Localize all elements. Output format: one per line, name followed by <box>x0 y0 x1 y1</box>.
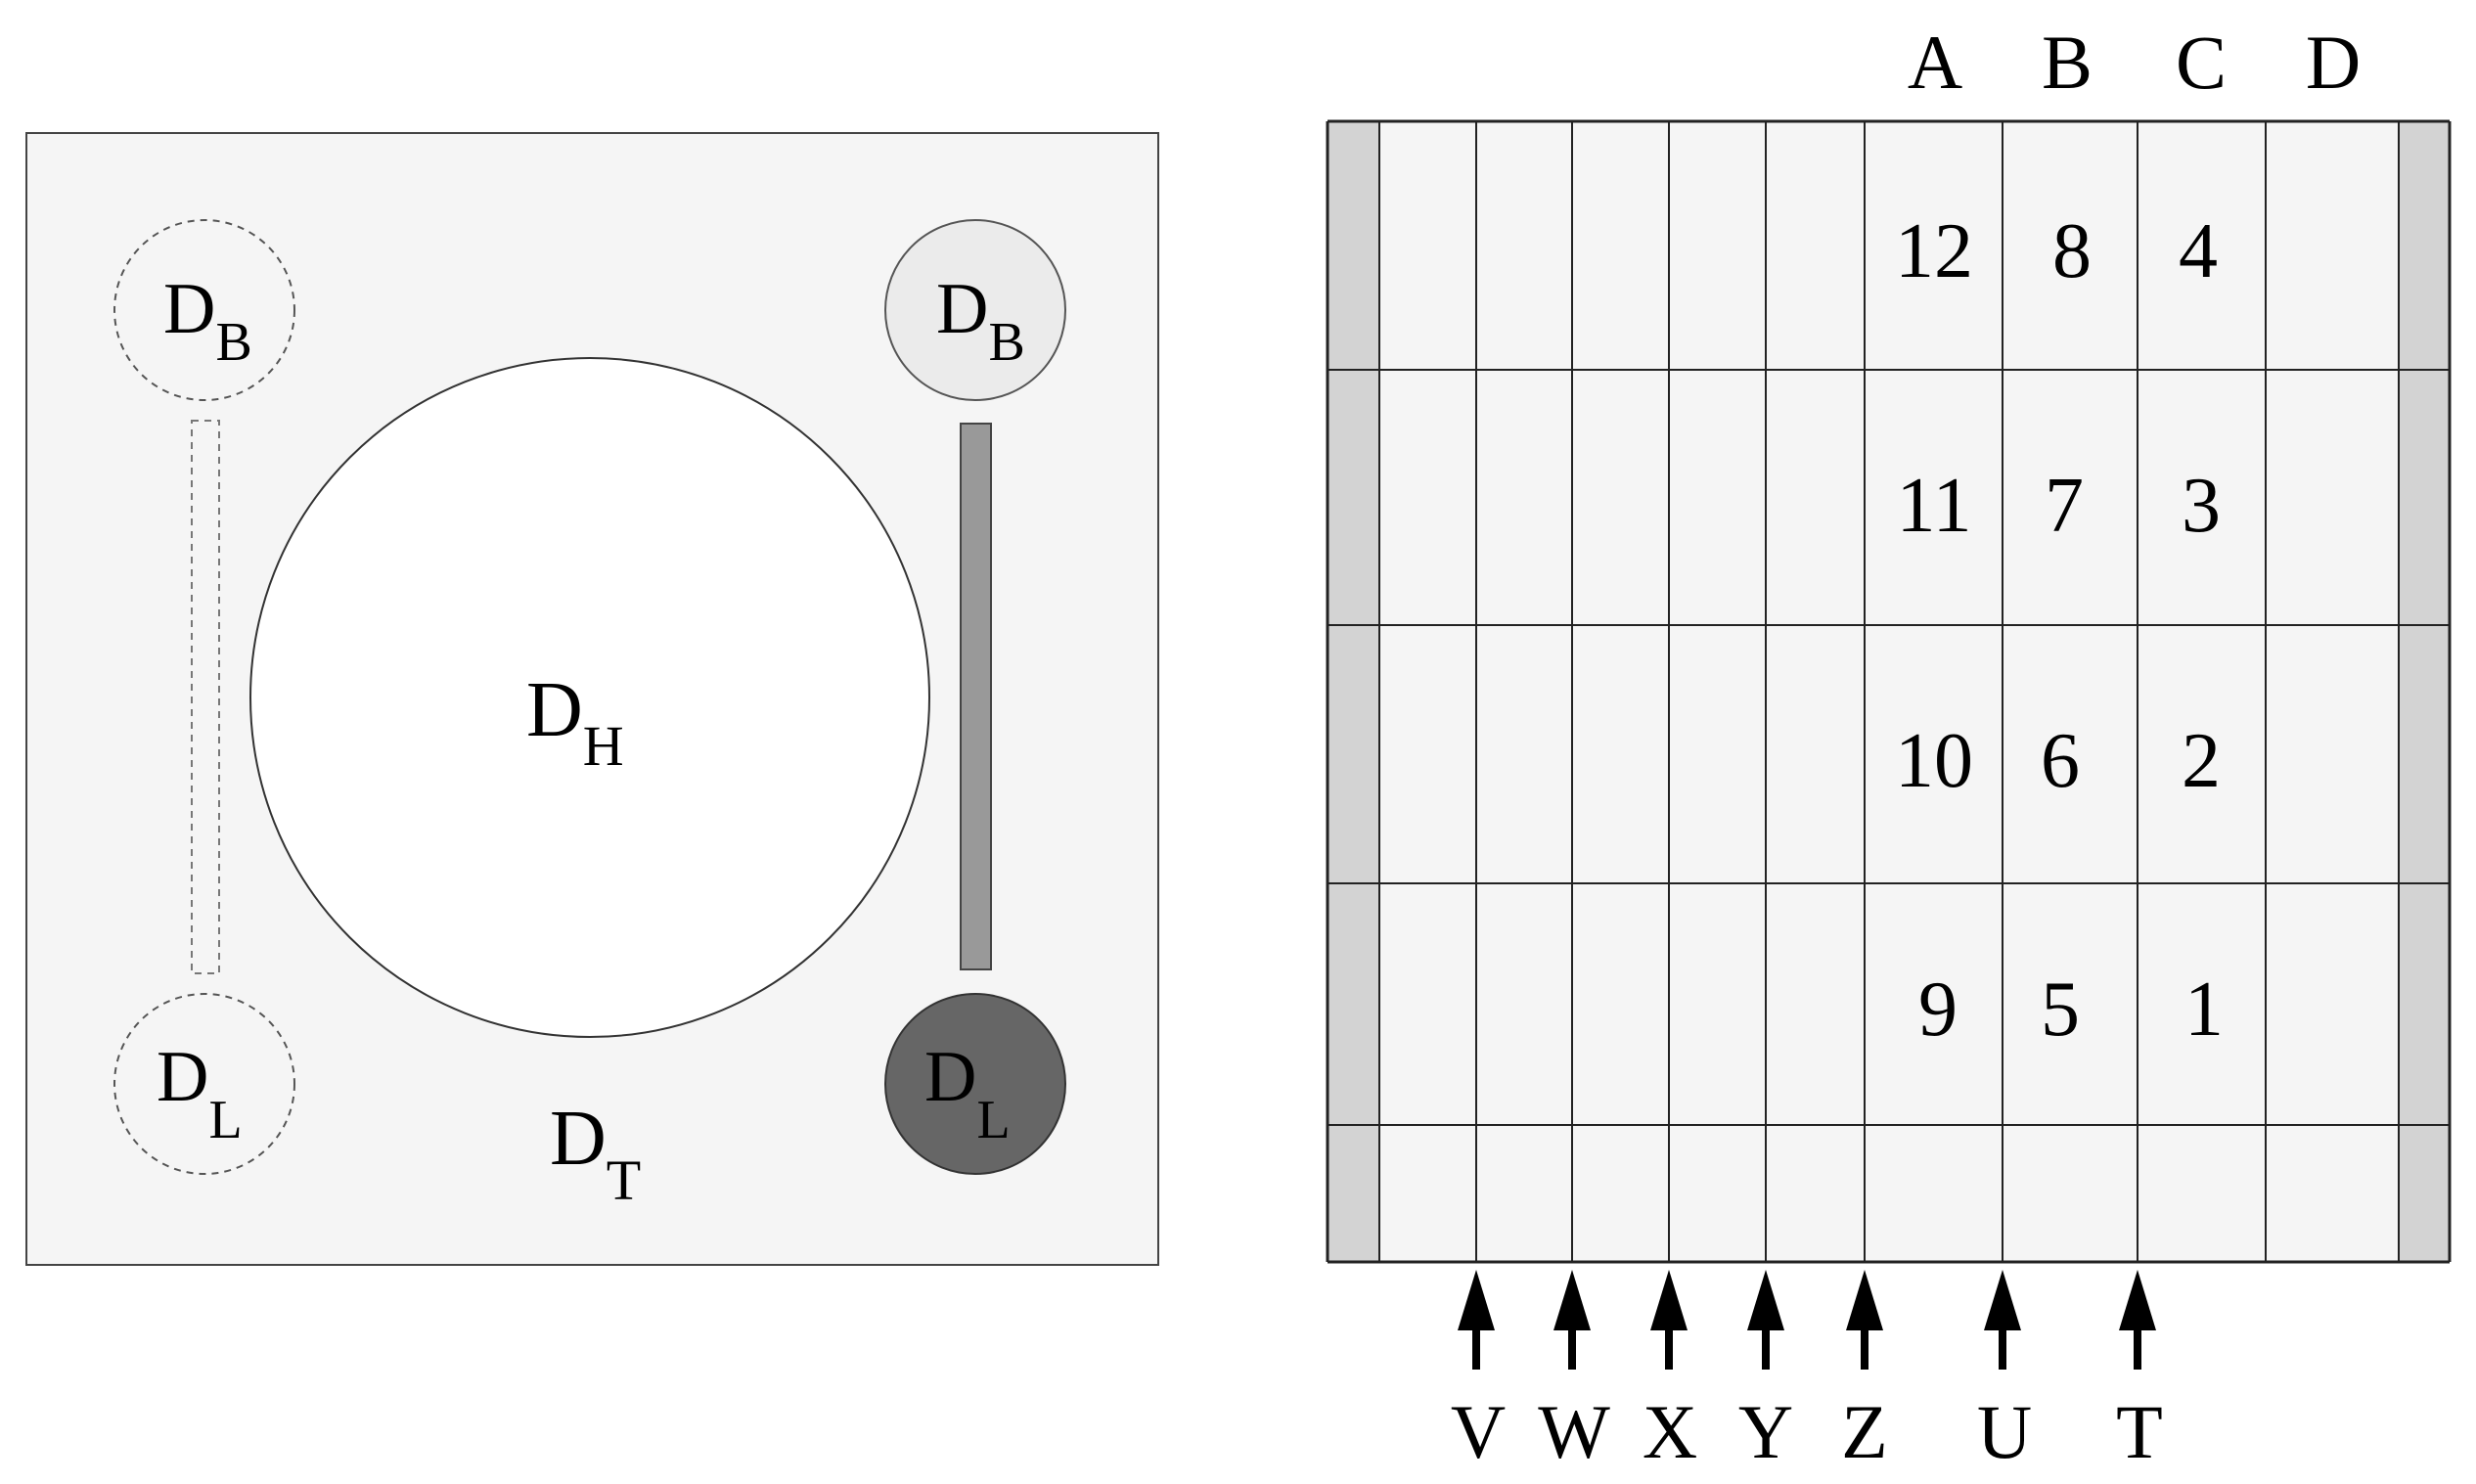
arrow-head <box>1458 1270 1495 1330</box>
arrows <box>1458 1270 2156 1370</box>
cell-b-row4: 5 <box>2041 967 2080 1053</box>
grid-background <box>1328 121 2450 1262</box>
cell-a-row3: 10 <box>1895 718 1973 804</box>
arrow-label-t: T <box>2116 1389 2163 1474</box>
left-dashed-rod <box>191 420 220 974</box>
arrow-label-u: U <box>1977 1389 2032 1474</box>
column-header-c: C <box>2176 20 2227 105</box>
column-header-a: A <box>1908 20 1962 105</box>
arrow-label-v: V <box>1451 1389 1506 1474</box>
grid-lines <box>1326 119 2452 1264</box>
arrow-head <box>1553 1270 1591 1330</box>
column-header-d: D <box>2306 20 2361 105</box>
arrow-label-y: Y <box>1738 1389 1793 1474</box>
cell-c-row4: 1 <box>2184 967 2224 1053</box>
top-left-circle <box>113 219 295 401</box>
cell-a-row4: 9 <box>1918 967 1958 1053</box>
column-header-b: B <box>2042 20 2093 105</box>
top-right-circle <box>884 219 1066 401</box>
cell-b-row3: 6 <box>2041 718 2080 804</box>
right-panel: A B C D 12 11 10 9 8 7 6 5 4 3 2 1 V W X… <box>1326 20 2452 1474</box>
cell-b-row1: 8 <box>2052 208 2092 294</box>
arrow-label-x: X <box>1643 1389 1697 1474</box>
arrow-head <box>1984 1270 2021 1330</box>
arrow-label-w: W <box>1538 1389 1610 1474</box>
arrow-label-z: Z <box>1841 1389 1888 1474</box>
right-solid-rod <box>960 423 992 970</box>
bottom-right-circle <box>884 993 1066 1175</box>
top-right-circle-label: DB <box>936 269 1025 373</box>
left-panel: DB DL DB DL DH DT <box>25 132 1159 1266</box>
bottom-right-circle-label: DL <box>924 1037 1011 1150</box>
left-edge-strip <box>1328 121 1379 1262</box>
arrow-head <box>2119 1270 2156 1330</box>
bottom-left-circle <box>113 993 295 1175</box>
bottom-left-circle-label: DL <box>157 1037 243 1150</box>
bottom-label: DT <box>550 1096 641 1212</box>
arrow-head <box>1747 1270 1784 1330</box>
cell-a-row1: 12 <box>1895 208 1973 294</box>
cell-c-row1: 4 <box>2179 208 2218 294</box>
cell-b-row2: 7 <box>2045 463 2084 549</box>
arrow-head <box>1846 1270 1883 1330</box>
top-left-circle-label: DB <box>163 269 252 373</box>
cell-c-row2: 3 <box>2182 463 2221 549</box>
center-circle <box>249 357 930 1038</box>
center-circle-label: DH <box>526 667 624 778</box>
cell-a-row2: 11 <box>1896 463 1971 549</box>
arrow-head <box>1650 1270 1688 1330</box>
cell-c-row3: 2 <box>2182 718 2221 804</box>
right-edge-strip <box>2399 121 2450 1262</box>
